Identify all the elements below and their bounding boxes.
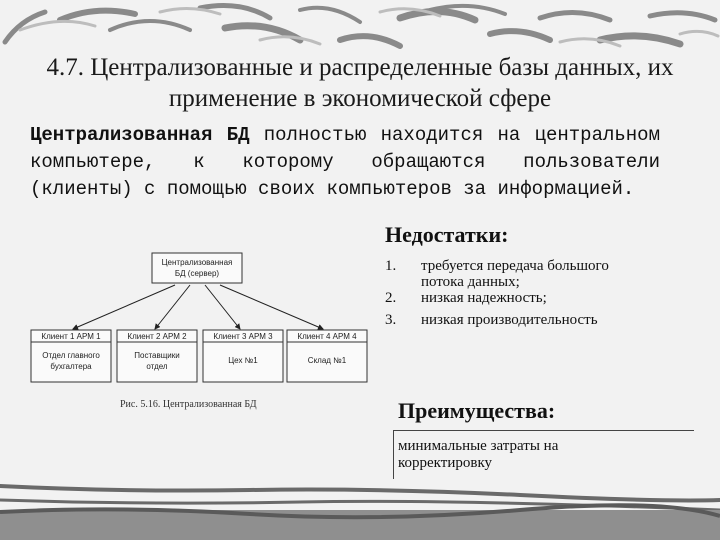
list-item-text: низкая производительность [421,312,598,328]
client-1-header: Клиент 1 АРМ 1 [41,332,101,341]
intro-term: Централизованная БД [30,124,250,146]
intro-text: полностью находится на центральном компь… [30,124,660,200]
list-item: 2. низкая надежность; [385,290,645,306]
diagram-caption: Рис. 5.16. Централизованная БД [120,399,257,410]
client-4-body-line1: Склад №1 [308,356,347,365]
server-label-line2: БД (сервер) [175,269,220,278]
client-node-2: Клиент 2 АРМ 2 Поставщики отдел [116,329,198,383]
list-item-number: 2. [385,290,397,306]
client-3-header: Клиент 3 АРМ 3 [213,332,273,341]
intro-paragraph: Централизованная БД полностью находится … [30,122,660,203]
client-2-body-line2: отдел [146,362,168,371]
list-item: 1. требуется передача большого потока да… [385,258,645,290]
disadvantages-heading: Недостатки: [385,222,509,247]
client-node-1: Клиент 1 АРМ 1 Отдел главного бухгалтера [30,329,112,383]
connection-lines [72,284,324,330]
slide-title: 4.7. Централизованные и распределенные б… [46,54,674,112]
list-item-number: 1. [385,258,397,274]
disadvantages-list: 1. требуется передача большого потока да… [385,258,645,328]
list-item: 3. низкая производительность [385,312,645,328]
client-3-body-line1: Цех №1 [228,356,258,365]
client-2-header: Клиент 2 АРМ 2 [127,332,187,341]
connection-line-1 [72,284,176,330]
centralized-db-diagram: Централизованная БД (сервер) Клиент 1 АР… [30,252,368,383]
list-item-number: 3. [385,312,397,328]
advantages-frame [393,430,694,479]
server-label-line1: Централизованная [162,258,233,267]
client-1-body-line1: Отдел главного [42,351,100,360]
connection-line-2 [154,284,191,330]
connection-line-3 [204,284,241,330]
list-item-text: низкая надежность; [421,290,547,306]
client-node-3: Клиент 3 АРМ 3 Цех №1 [202,329,284,383]
client-1-body-line2: бухгалтера [50,362,92,371]
advantages-text: минимальные затраты на корректировку [398,438,559,471]
list-item-text: требуется передача большого потока данны… [421,258,609,290]
client-node-4: Клиент 4 АРМ 4 Склад №1 [286,329,368,383]
client-2-body-line1: Поставщики [134,351,180,360]
connection-line-4 [219,284,324,330]
advantages-heading: Преимущества: [398,398,556,423]
client-4-header: Клиент 4 АРМ 4 [297,332,357,341]
server-node: Централизованная БД (сервер) [151,252,243,284]
